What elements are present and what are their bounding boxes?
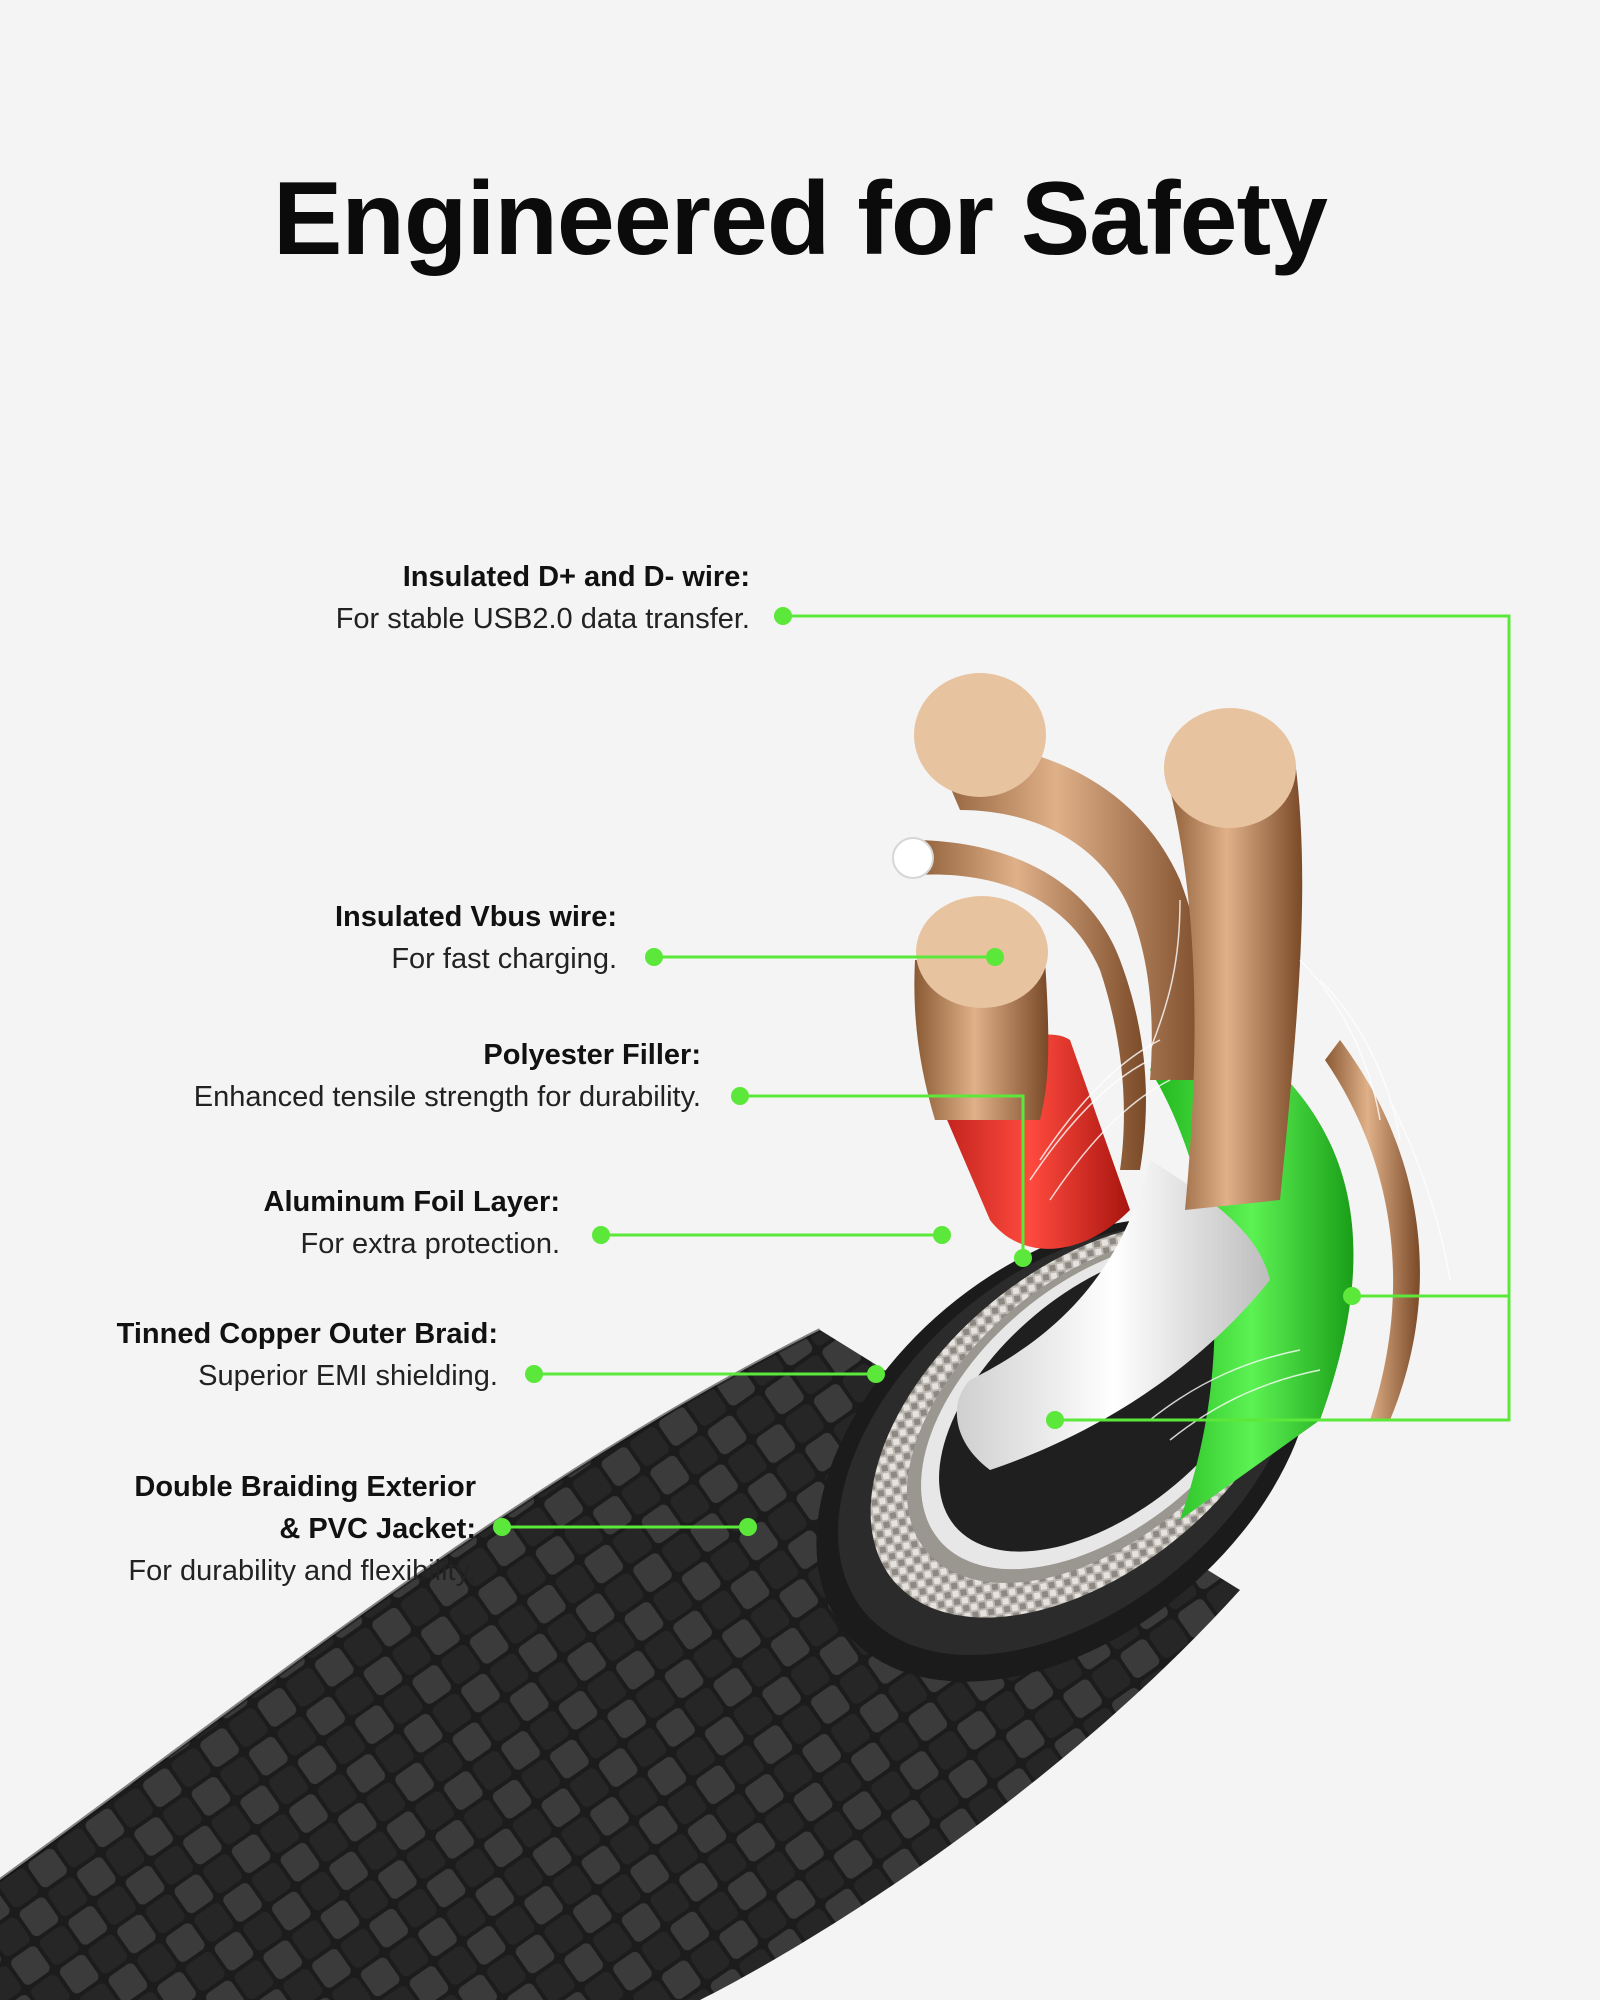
small-data-wire (910, 840, 1146, 1170)
callout-heading-line-1: Double Braiding Exterior (134, 1471, 476, 1503)
callout-heading: Insulated Vbus wire: (335, 901, 617, 933)
callout-heading: Insulated D+ and D- wire: (402, 561, 750, 593)
callout-heading: Aluminum Foil Layer: (263, 1186, 560, 1218)
callout-heading-line-2: & PVC Jacket: (279, 1513, 476, 1545)
callout-description: For stable USB2.0 data transfer. (335, 603, 750, 635)
callout-description: For durability and flexibility. (128, 1555, 476, 1587)
callout-description: Enhanced tensile strength for durability… (193, 1081, 701, 1113)
callout-heading: Polyester Filler: (483, 1039, 701, 1071)
callout-description: Superior EMI shielding. (198, 1360, 498, 1392)
copper-conductor-2 (1165, 760, 1303, 1210)
leader-lines (502, 614, 1511, 1529)
callout-description: For extra protection. (300, 1228, 561, 1260)
white-wire (956, 1160, 1270, 1470)
callout-aluminum-foil: Aluminum Foil Layer: For extra protectio… (264, 1181, 560, 1265)
copper-conductor-1 (930, 740, 1210, 1080)
callout-vbus-wire: Insulated Vbus wire: For fast charging. (335, 896, 617, 980)
page-title: Engineered for Safety (273, 161, 1328, 277)
callout-double-braiding: Double Braiding Exterior & PVC Jacket: F… (128, 1466, 476, 1592)
callout-tinned-copper-braid: Tinned Copper Outer Braid: Superior EMI … (117, 1313, 498, 1397)
callout-heading: Tinned Copper Outer Braid: (116, 1318, 498, 1350)
callout-description: For fast charging. (391, 943, 617, 975)
polyester-filler-fibers (1029, 899, 1451, 1441)
callout-data-wires: Insulated D+ and D- wire: For stable USB… (336, 556, 750, 640)
leader-dots (493, 607, 1361, 1536)
callout-polyester-filler: Polyester Filler: Enhanced tensile stren… (194, 1034, 701, 1118)
